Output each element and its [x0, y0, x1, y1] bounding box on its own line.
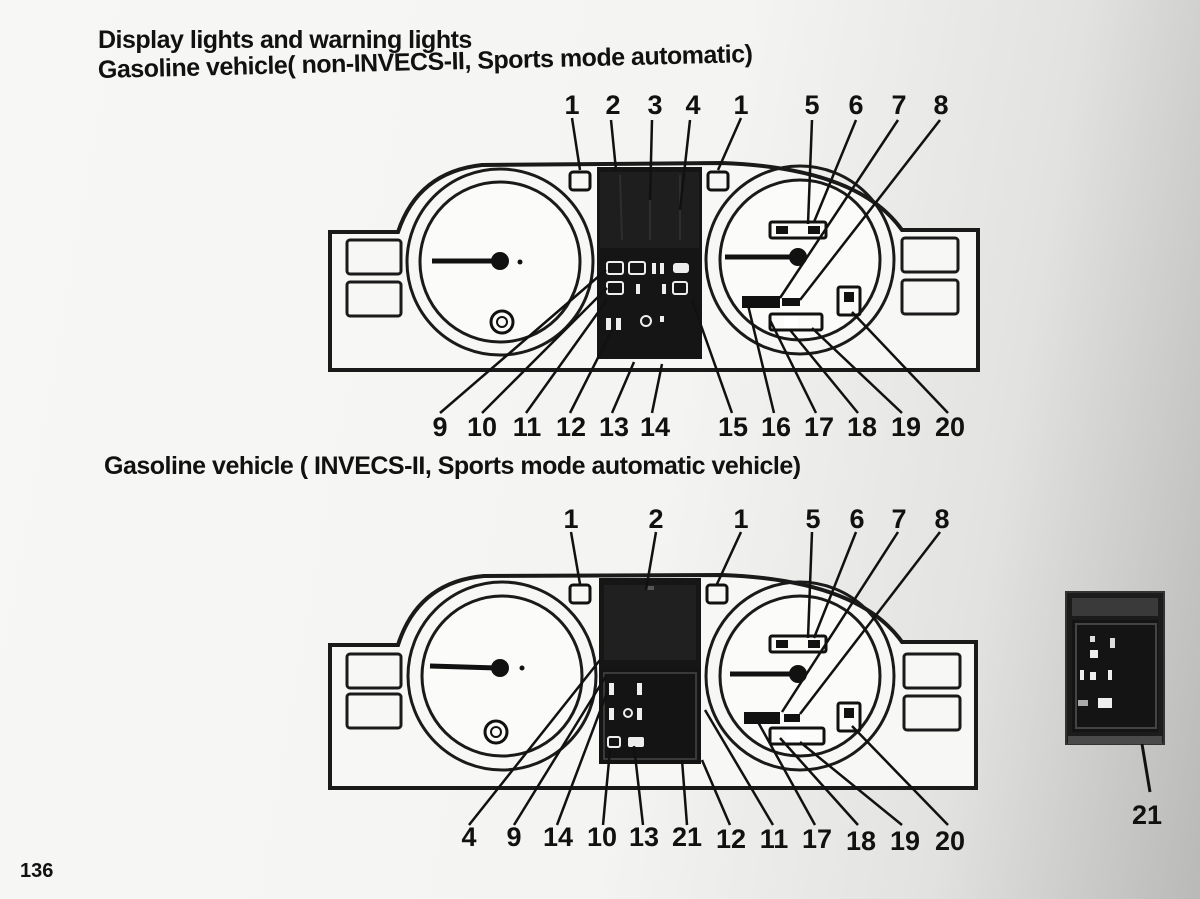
right-turn-signal-icon — [705, 583, 729, 605]
callout-13: 13 — [599, 412, 629, 442]
callout-19: 19 — [891, 412, 921, 442]
callout-21: 21 — [1132, 800, 1162, 830]
callout-1: 1 — [733, 504, 748, 534]
callout-3: 3 — [647, 90, 662, 120]
callout-6: 6 — [848, 90, 863, 120]
callout-12: 12 — [716, 824, 746, 854]
page-number: 136 — [20, 860, 54, 882]
callout-13: 13 — [629, 822, 659, 852]
warning-lamp-icon — [742, 296, 780, 308]
warning-lamp-icon — [768, 726, 826, 746]
bottom-leader-lines — [468, 531, 949, 826]
right-indicator-box — [900, 278, 960, 316]
warning-lamp-icon — [744, 712, 780, 724]
callout-1: 1 — [733, 90, 748, 120]
callout-11: 11 — [760, 824, 789, 854]
top-leader-lines — [439, 117, 949, 414]
left-indicator-box — [345, 238, 403, 276]
fuel-pump-icon — [836, 701, 862, 733]
callout-18: 18 — [846, 826, 876, 856]
callout-20: 20 — [935, 826, 965, 856]
callout-19: 19 — [890, 826, 920, 856]
right-indicator-box — [900, 236, 960, 274]
callout-10: 10 — [467, 412, 497, 442]
left-turn-signal-icon — [568, 170, 592, 192]
left-indicator-box — [345, 692, 403, 730]
callout-10: 10 — [587, 822, 617, 852]
callout-17: 17 — [802, 824, 832, 854]
callout-15: 15 — [718, 412, 748, 442]
callout-7: 7 — [891, 90, 906, 120]
top-instrument-cluster: 1 2 3 4 1 5 6 7 8 9 10 11 12 13 14 15 16… — [328, 90, 980, 442]
left-turn-signal-icon — [568, 583, 592, 605]
bottom-instrument-cluster: 1 2 1 5 6 7 8 4 9 14 10 13 21 12 11 17 1… — [328, 504, 978, 856]
callout-21: 21 — [672, 822, 702, 852]
callout-9: 9 — [506, 822, 521, 852]
right-turn-signal-icon — [706, 170, 730, 192]
callout-1: 1 — [563, 504, 578, 534]
callout-17: 17 — [804, 412, 834, 442]
speedometer-gauge — [406, 580, 598, 772]
callout-7: 7 — [891, 504, 906, 534]
right-indicator-box — [902, 694, 962, 732]
fuel-pump-icon — [836, 285, 862, 317]
callout-5: 5 — [804, 90, 819, 120]
callout-4: 4 — [461, 822, 476, 852]
callout-20: 20 — [935, 412, 965, 442]
callout-4: 4 — [685, 90, 700, 120]
callout-1: 1 — [564, 90, 579, 120]
callout-6: 6 — [849, 504, 864, 534]
left-indicator-box — [345, 280, 403, 318]
callout-11: 11 — [513, 412, 542, 442]
callout-8: 8 — [933, 90, 948, 120]
callout-16: 16 — [761, 412, 791, 442]
right-indicator-box — [902, 652, 962, 690]
tachometer-gauge — [704, 580, 896, 772]
callout-9: 9 — [432, 412, 447, 442]
left-indicator-box — [345, 652, 403, 690]
callout-14: 14 — [543, 822, 573, 852]
callout-18: 18 — [847, 412, 877, 442]
inset-leader-line — [1140, 743, 1152, 793]
callout-5: 5 — [805, 504, 820, 534]
page-title: Display lights and warning lights — [98, 26, 472, 54]
callout-2: 2 — [648, 504, 663, 534]
speedometer-gauge — [405, 167, 595, 357]
callout-12: 12 — [556, 412, 586, 442]
callout-2: 2 — [605, 90, 620, 120]
inset-display-detail: 21 — [1065, 591, 1165, 830]
center-display-panel — [599, 578, 701, 764]
bottom-diagram-subtitle: Gasoline vehicle ( INVECS-II, Sports mod… — [104, 452, 801, 480]
callout-14: 14 — [640, 412, 670, 442]
tachometer-gauge — [704, 164, 896, 356]
callout-8: 8 — [934, 504, 949, 534]
